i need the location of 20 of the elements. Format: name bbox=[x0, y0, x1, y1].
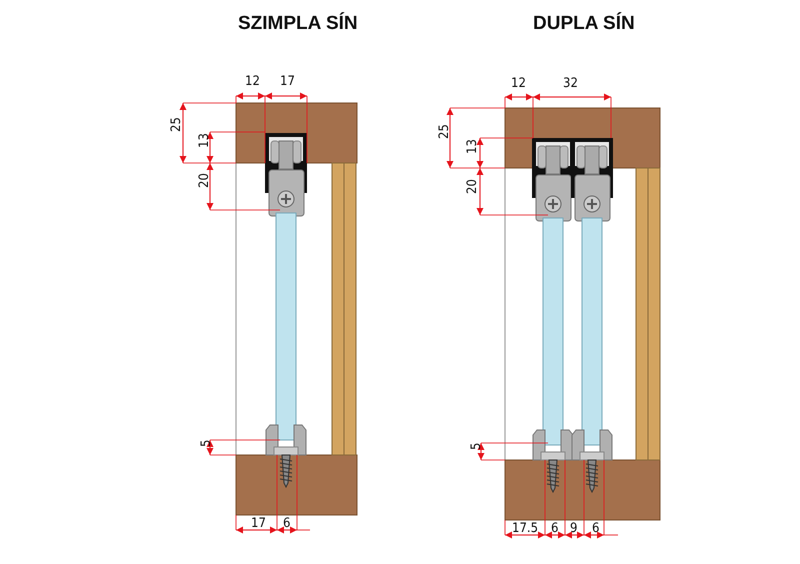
section-heading: SZIMPLA SÍN bbox=[238, 14, 358, 33]
dimension-value: 5 bbox=[200, 440, 213, 447]
dimension-value: 12 bbox=[511, 77, 526, 90]
dimension-value: 20 bbox=[466, 179, 479, 194]
dimension-value: 6 bbox=[551, 522, 558, 535]
dimension-value: 20 bbox=[198, 173, 211, 188]
dimension-value: 17 bbox=[251, 517, 266, 530]
dimension-value: 17 bbox=[280, 75, 295, 88]
dimension-value: 12 bbox=[245, 75, 260, 88]
dimension-value: 13 bbox=[466, 139, 479, 154]
section-heading: DUPLA SÍN bbox=[533, 14, 635, 33]
dimension-value: 32 bbox=[563, 77, 578, 90]
dimension-value: 6 bbox=[283, 517, 290, 530]
dimension-value: 9 bbox=[570, 522, 578, 535]
dimension-value: 5 bbox=[470, 442, 483, 450]
dimension-value: 17.5 bbox=[512, 522, 538, 535]
dimension-value: 25 bbox=[438, 124, 451, 139]
dimension-value: 25 bbox=[170, 117, 183, 132]
dimension-value: 13 bbox=[198, 133, 211, 148]
dimension-value: 6 bbox=[592, 522, 600, 535]
